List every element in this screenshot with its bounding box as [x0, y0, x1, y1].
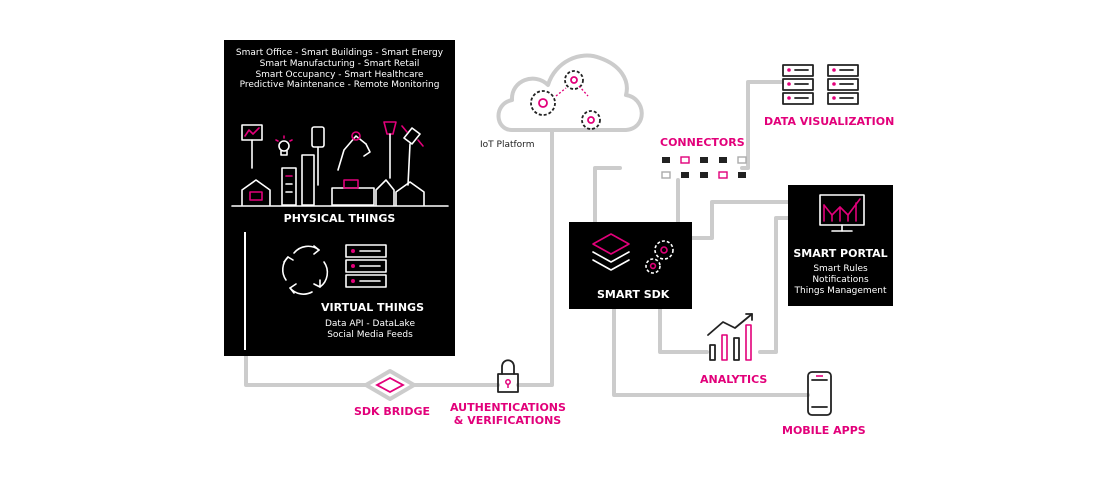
smart-sdk-block: SMART SDK	[569, 222, 692, 309]
connectors-label: CONNECTORS	[660, 136, 745, 149]
sdk-bridge-label: SDK BRIDGE	[354, 405, 431, 418]
server-rack-icon	[827, 64, 859, 105]
bar-chart-icon	[707, 313, 753, 361]
smartphone-icon	[807, 371, 832, 416]
auth-label-line: AUTHENTICATIONS	[450, 401, 566, 414]
divider	[244, 232, 246, 350]
physical-things-title: PHYSICAL THINGS	[283, 212, 396, 225]
cloud-icon	[496, 53, 644, 132]
monitor-chart-icon	[819, 194, 865, 232]
use-case-line: Predictive Maintenance - Remote Monitori…	[239, 80, 440, 91]
connector-grid-icon	[661, 156, 747, 179]
portal-item: Smart Rules	[813, 264, 868, 274]
gear-icon	[654, 240, 674, 260]
portal-item: Things Management	[794, 285, 887, 296]
gear-icon	[530, 90, 556, 116]
analytics-label: ANALYTICS	[700, 373, 768, 386]
virtual-item: Data API - DataLake	[324, 319, 415, 329]
diamond-bridge-icon	[364, 369, 416, 401]
virtual-things-title: VIRTUAL THINGS	[321, 301, 424, 314]
physical-virtual-block: Smart Office - Smart Buildings - Smart E…	[224, 40, 455, 356]
use-case-line: Smart Manufacturing - Smart Retail	[259, 58, 420, 69]
use-case-line: Smart Office - Smart Buildings - Smart E…	[235, 48, 444, 58]
portal-item: Notifications	[812, 274, 869, 285]
auth-label-line: & VERIFICATIONS	[453, 414, 562, 428]
padlock-icon	[497, 359, 519, 393]
data-visualization-label: DATA VISUALIZATION	[764, 115, 895, 128]
smart-portal-title: SMART PORTAL	[793, 247, 888, 260]
smart-sdk-label: SMART SDK	[597, 288, 670, 301]
use-case-line: Smart Occupancy - Smart Healthcare	[255, 69, 424, 80]
gear-icon	[564, 70, 584, 90]
smart-portal-block: SMART PORTAL Smart Rules Notifications T…	[788, 185, 893, 306]
mobile-apps-label: MOBILE APPS	[782, 424, 866, 437]
city-skyline-icon	[231, 121, 449, 207]
iot-platform-label: IoT Platform	[480, 140, 535, 150]
layers-icon	[592, 233, 630, 271]
server-rack-icon	[782, 64, 814, 105]
virtual-item: Social Media Feeds	[327, 329, 413, 340]
gear-icon	[645, 258, 661, 274]
gear-icon	[581, 110, 601, 130]
